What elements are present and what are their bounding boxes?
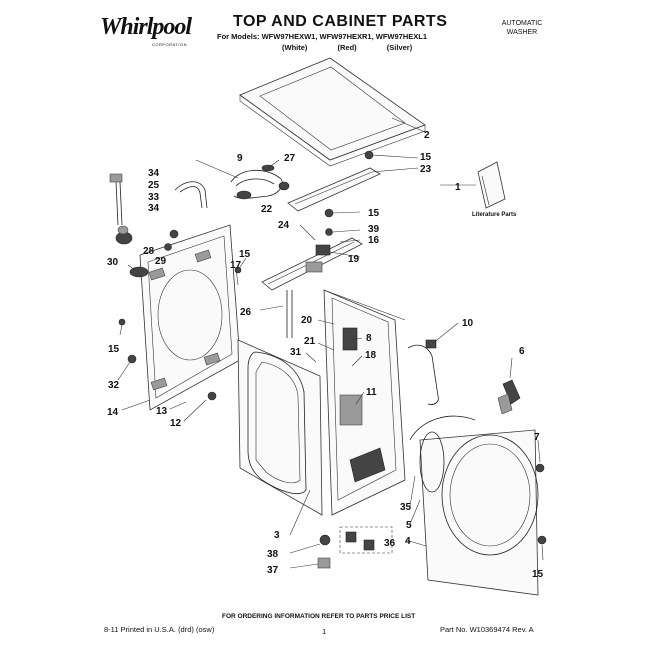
- variant-silver: (Silver): [386, 43, 413, 52]
- callout-3: 3: [274, 530, 280, 541]
- callout-30: 30: [107, 257, 119, 268]
- callout-15-a: 15: [420, 152, 432, 163]
- callout-37: 37: [267, 565, 279, 576]
- switch-part: [497, 379, 521, 415]
- rear-panel: [129, 224, 241, 411]
- callout-13: 13: [156, 406, 168, 417]
- callout-25: 25: [148, 180, 160, 191]
- callout-21: 21: [304, 336, 316, 347]
- brand-logo: Whirlpool: [100, 14, 192, 40]
- brand-subtitle: CORPORATION: [152, 42, 187, 47]
- callout-15-c: 15: [239, 249, 251, 260]
- door-seal-arc: [409, 415, 476, 441]
- callout-39: 39: [368, 224, 380, 235]
- literature-booklet: [477, 161, 506, 209]
- callout-23: 23: [420, 164, 432, 175]
- callout-38: 38: [267, 549, 279, 560]
- category-line-2: WASHER: [506, 29, 538, 36]
- callout-8: 8: [366, 333, 372, 344]
- callout-6: 6: [519, 346, 525, 357]
- variant-white: (White): [282, 43, 308, 52]
- fasteners: [118, 150, 547, 569]
- callout-10: 10: [462, 318, 474, 329]
- callout-19: 19: [348, 254, 360, 265]
- front-panel: [419, 429, 539, 596]
- callout-4: 4: [405, 536, 411, 547]
- category-line-1: AUTOMATIC: [501, 20, 543, 27]
- wire-harness: [407, 339, 439, 405]
- callout-16: 16: [368, 235, 380, 246]
- callout-36: 36: [384, 538, 396, 549]
- callout-14: 14: [107, 407, 119, 418]
- callout-1: 1: [455, 182, 461, 193]
- side-rail: [286, 290, 293, 338]
- model-variants: (White) (Red) (Silver): [282, 43, 412, 52]
- callout-7: 7: [534, 432, 540, 443]
- callout-15-b: 15: [368, 208, 380, 219]
- part-number: Part No. W10369474 Rev. A: [440, 625, 534, 634]
- callout-11: 11: [366, 387, 377, 398]
- callout-35: 35: [400, 502, 412, 513]
- top-panel: [239, 57, 426, 167]
- callout-15-e: 15: [532, 569, 544, 580]
- callout-18: 18: [365, 350, 377, 361]
- callout-24: 24: [278, 220, 290, 231]
- page-title: TOP AND CABINET PARTS: [233, 13, 448, 30]
- callout-33: 33: [148, 192, 160, 203]
- callout-5: 5: [406, 520, 412, 531]
- printed-info: 8-11 Printed in U.S.A. (drd) (osw): [104, 625, 215, 634]
- callout-27: 27: [284, 153, 296, 164]
- callout-26: 26: [240, 307, 252, 318]
- callout-17: 17: [230, 260, 242, 271]
- cabinet-frame: [323, 289, 406, 516]
- ordering-note: FOR ORDERING INFORMATION REFER TO PARTS …: [222, 613, 416, 620]
- dashed-group-box: [339, 526, 393, 554]
- callout-9: 9: [237, 153, 243, 164]
- callout-29: 29: [155, 256, 167, 267]
- literature-parts-label: Literature Parts: [472, 212, 517, 218]
- variant-red: (Red): [337, 43, 357, 52]
- top-rail-23: [287, 167, 381, 212]
- callout-34-b: 34: [148, 203, 160, 214]
- dispenser-hoses: [109, 164, 290, 245]
- callout-12: 12: [170, 418, 182, 429]
- callout-20: 20: [301, 315, 313, 326]
- callout-2: 2: [424, 130, 430, 141]
- models-line: For Models: WFW97HEXW1, WFW97HEXR1, WFW9…: [217, 32, 428, 41]
- left-side-panel: [237, 339, 323, 516]
- leader-lines: [117, 117, 544, 569]
- page-number: 1: [322, 627, 327, 636]
- callout-34-a: 34: [148, 168, 160, 179]
- callout-15-d: 15: [108, 344, 120, 355]
- callout-22: 22: [261, 204, 273, 215]
- callout-28: 28: [143, 246, 155, 257]
- callout-32: 32: [108, 380, 120, 391]
- callout-31: 31: [290, 347, 302, 358]
